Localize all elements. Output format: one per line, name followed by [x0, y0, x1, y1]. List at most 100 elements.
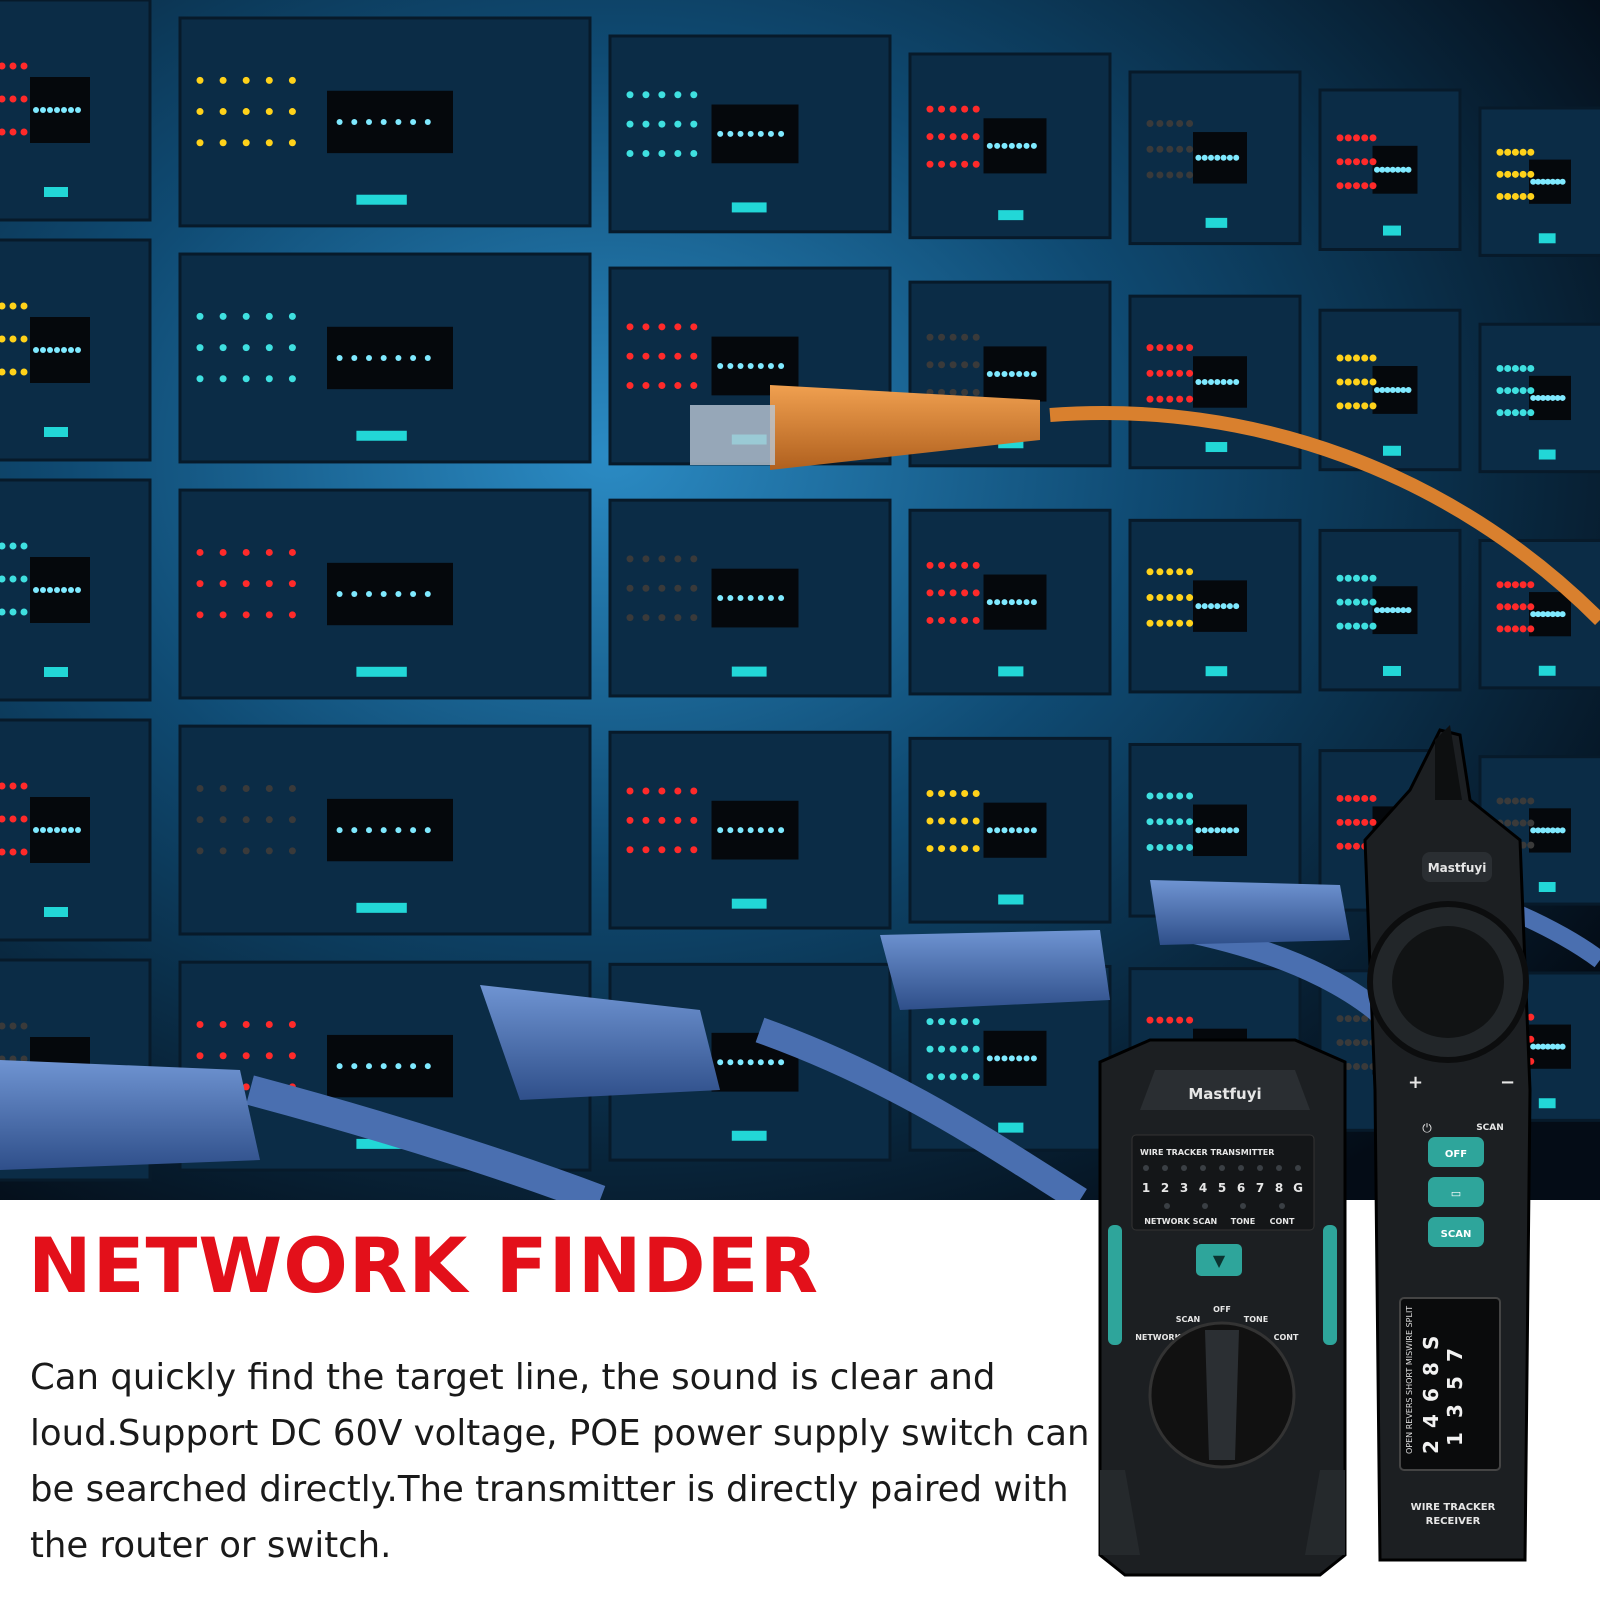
- rack-led: [926, 817, 934, 825]
- rack-led: [1527, 841, 1535, 849]
- display-digit: 7: [1443, 1348, 1467, 1362]
- rack-led: [1496, 581, 1504, 589]
- rack-led: [926, 333, 934, 341]
- rack-port-led: [1233, 378, 1240, 385]
- rack-status-light: [44, 907, 68, 917]
- rack-port: [983, 574, 1047, 630]
- rack-led: [1336, 402, 1344, 410]
- rack-led: [1146, 1016, 1154, 1024]
- rack-led: [949, 133, 957, 141]
- rack-port-led: [767, 130, 774, 137]
- rack-led: [674, 584, 682, 592]
- rack-led: [1176, 395, 1184, 403]
- rack-led: [1527, 170, 1535, 178]
- rack-port-led: [1554, 611, 1561, 618]
- rack-led: [1361, 1039, 1369, 1047]
- rack-port-led: [1226, 827, 1233, 834]
- rack-led: [1519, 170, 1527, 178]
- mode-dial[interactable]: [1148, 1321, 1296, 1469]
- rack-led: [1344, 574, 1352, 582]
- rack-led: [1353, 842, 1360, 850]
- rack-led: [674, 816, 682, 824]
- rack-status-light: [1538, 233, 1556, 244]
- rack-port-led: [1530, 611, 1537, 618]
- rack-port: [983, 802, 1047, 858]
- rack-led: [288, 375, 296, 383]
- rack-port-led: [1374, 607, 1380, 614]
- rack-port-led: [778, 827, 785, 834]
- blue-cable-4: [246, 1075, 606, 1200]
- rack-led: [1353, 794, 1360, 802]
- rack-led: [658, 120, 666, 128]
- rack-port-led: [47, 587, 53, 593]
- rack-led: [961, 817, 969, 825]
- rack-port-led: [1233, 1051, 1240, 1058]
- rack-led: [1156, 818, 1164, 826]
- rack-led: [938, 333, 946, 341]
- rack-status-light: [1538, 449, 1556, 460]
- page-title: NETWORK FINDER: [28, 1221, 819, 1310]
- rack-led: [961, 105, 969, 113]
- rack-led: [242, 580, 250, 588]
- rack-led: [1186, 1068, 1194, 1076]
- rack-port-led: [1226, 1051, 1233, 1058]
- rack-port-led: [737, 1059, 744, 1066]
- rack-led: [1156, 619, 1164, 627]
- rack-led: [1344, 134, 1352, 142]
- rack-port-led: [1195, 154, 1202, 161]
- rack-led: [1344, 158, 1352, 166]
- rack-led: [1186, 171, 1194, 179]
- rack-led: [1511, 625, 1519, 633]
- scan-button[interactable]: [1428, 1217, 1484, 1247]
- rack-led: [196, 1021, 204, 1029]
- rack-port-led: [1554, 394, 1561, 401]
- rack-port-led: [75, 347, 81, 353]
- rack-led: [1361, 354, 1369, 362]
- rack-led: [0, 95, 6, 103]
- rack-led: [1186, 568, 1194, 576]
- rack-port-led: [986, 1055, 993, 1062]
- rack-led: [926, 616, 934, 624]
- rack-port-led: [1220, 603, 1227, 610]
- rack-port-led: [366, 591, 372, 598]
- rack-led: [961, 845, 969, 853]
- blue-connector-2: [880, 930, 1110, 1010]
- rack-led: [926, 561, 934, 569]
- rack-led: [1336, 1015, 1344, 1023]
- rack-led: [690, 584, 698, 592]
- orange-plug-tip: [690, 405, 775, 465]
- rack-led: [219, 784, 227, 792]
- rack-led: [1186, 344, 1194, 352]
- rack-port-led: [1016, 370, 1023, 377]
- rack-led: [1353, 134, 1360, 142]
- rack-port-led: [380, 1063, 387, 1070]
- rack-led: [674, 787, 682, 795]
- rack-led: [1361, 402, 1369, 410]
- rack-port-led: [75, 827, 81, 833]
- rack-port-led: [727, 1059, 734, 1066]
- dial-label: OFF: [1213, 1305, 1231, 1314]
- rack-led: [938, 561, 946, 569]
- rack-port-led: [1233, 603, 1240, 610]
- mode-label: NETWORK: [1144, 1217, 1190, 1226]
- rack-led: [1146, 395, 1154, 403]
- rack-status-light: [1538, 882, 1556, 893]
- flashlight-button[interactable]: [1196, 1244, 1242, 1276]
- rack-led: [690, 382, 698, 390]
- rack-port-led: [395, 827, 402, 834]
- rack-led: [926, 789, 934, 797]
- rack-led: [1519, 625, 1527, 633]
- rack-port-led: [68, 827, 74, 833]
- rack-port-led: [727, 130, 734, 137]
- rack-port-led: [1530, 178, 1537, 185]
- rack-led: [9, 95, 17, 103]
- dial-knob[interactable]: [1205, 1330, 1239, 1460]
- rack-led: [949, 1073, 957, 1081]
- display-digit: 6: [1419, 1388, 1443, 1402]
- rack-led: [1527, 1013, 1535, 1021]
- rack-led: [1353, 1015, 1360, 1023]
- rack-port-led: [737, 595, 744, 602]
- rack-led: [9, 815, 17, 823]
- rack-led: [626, 555, 634, 563]
